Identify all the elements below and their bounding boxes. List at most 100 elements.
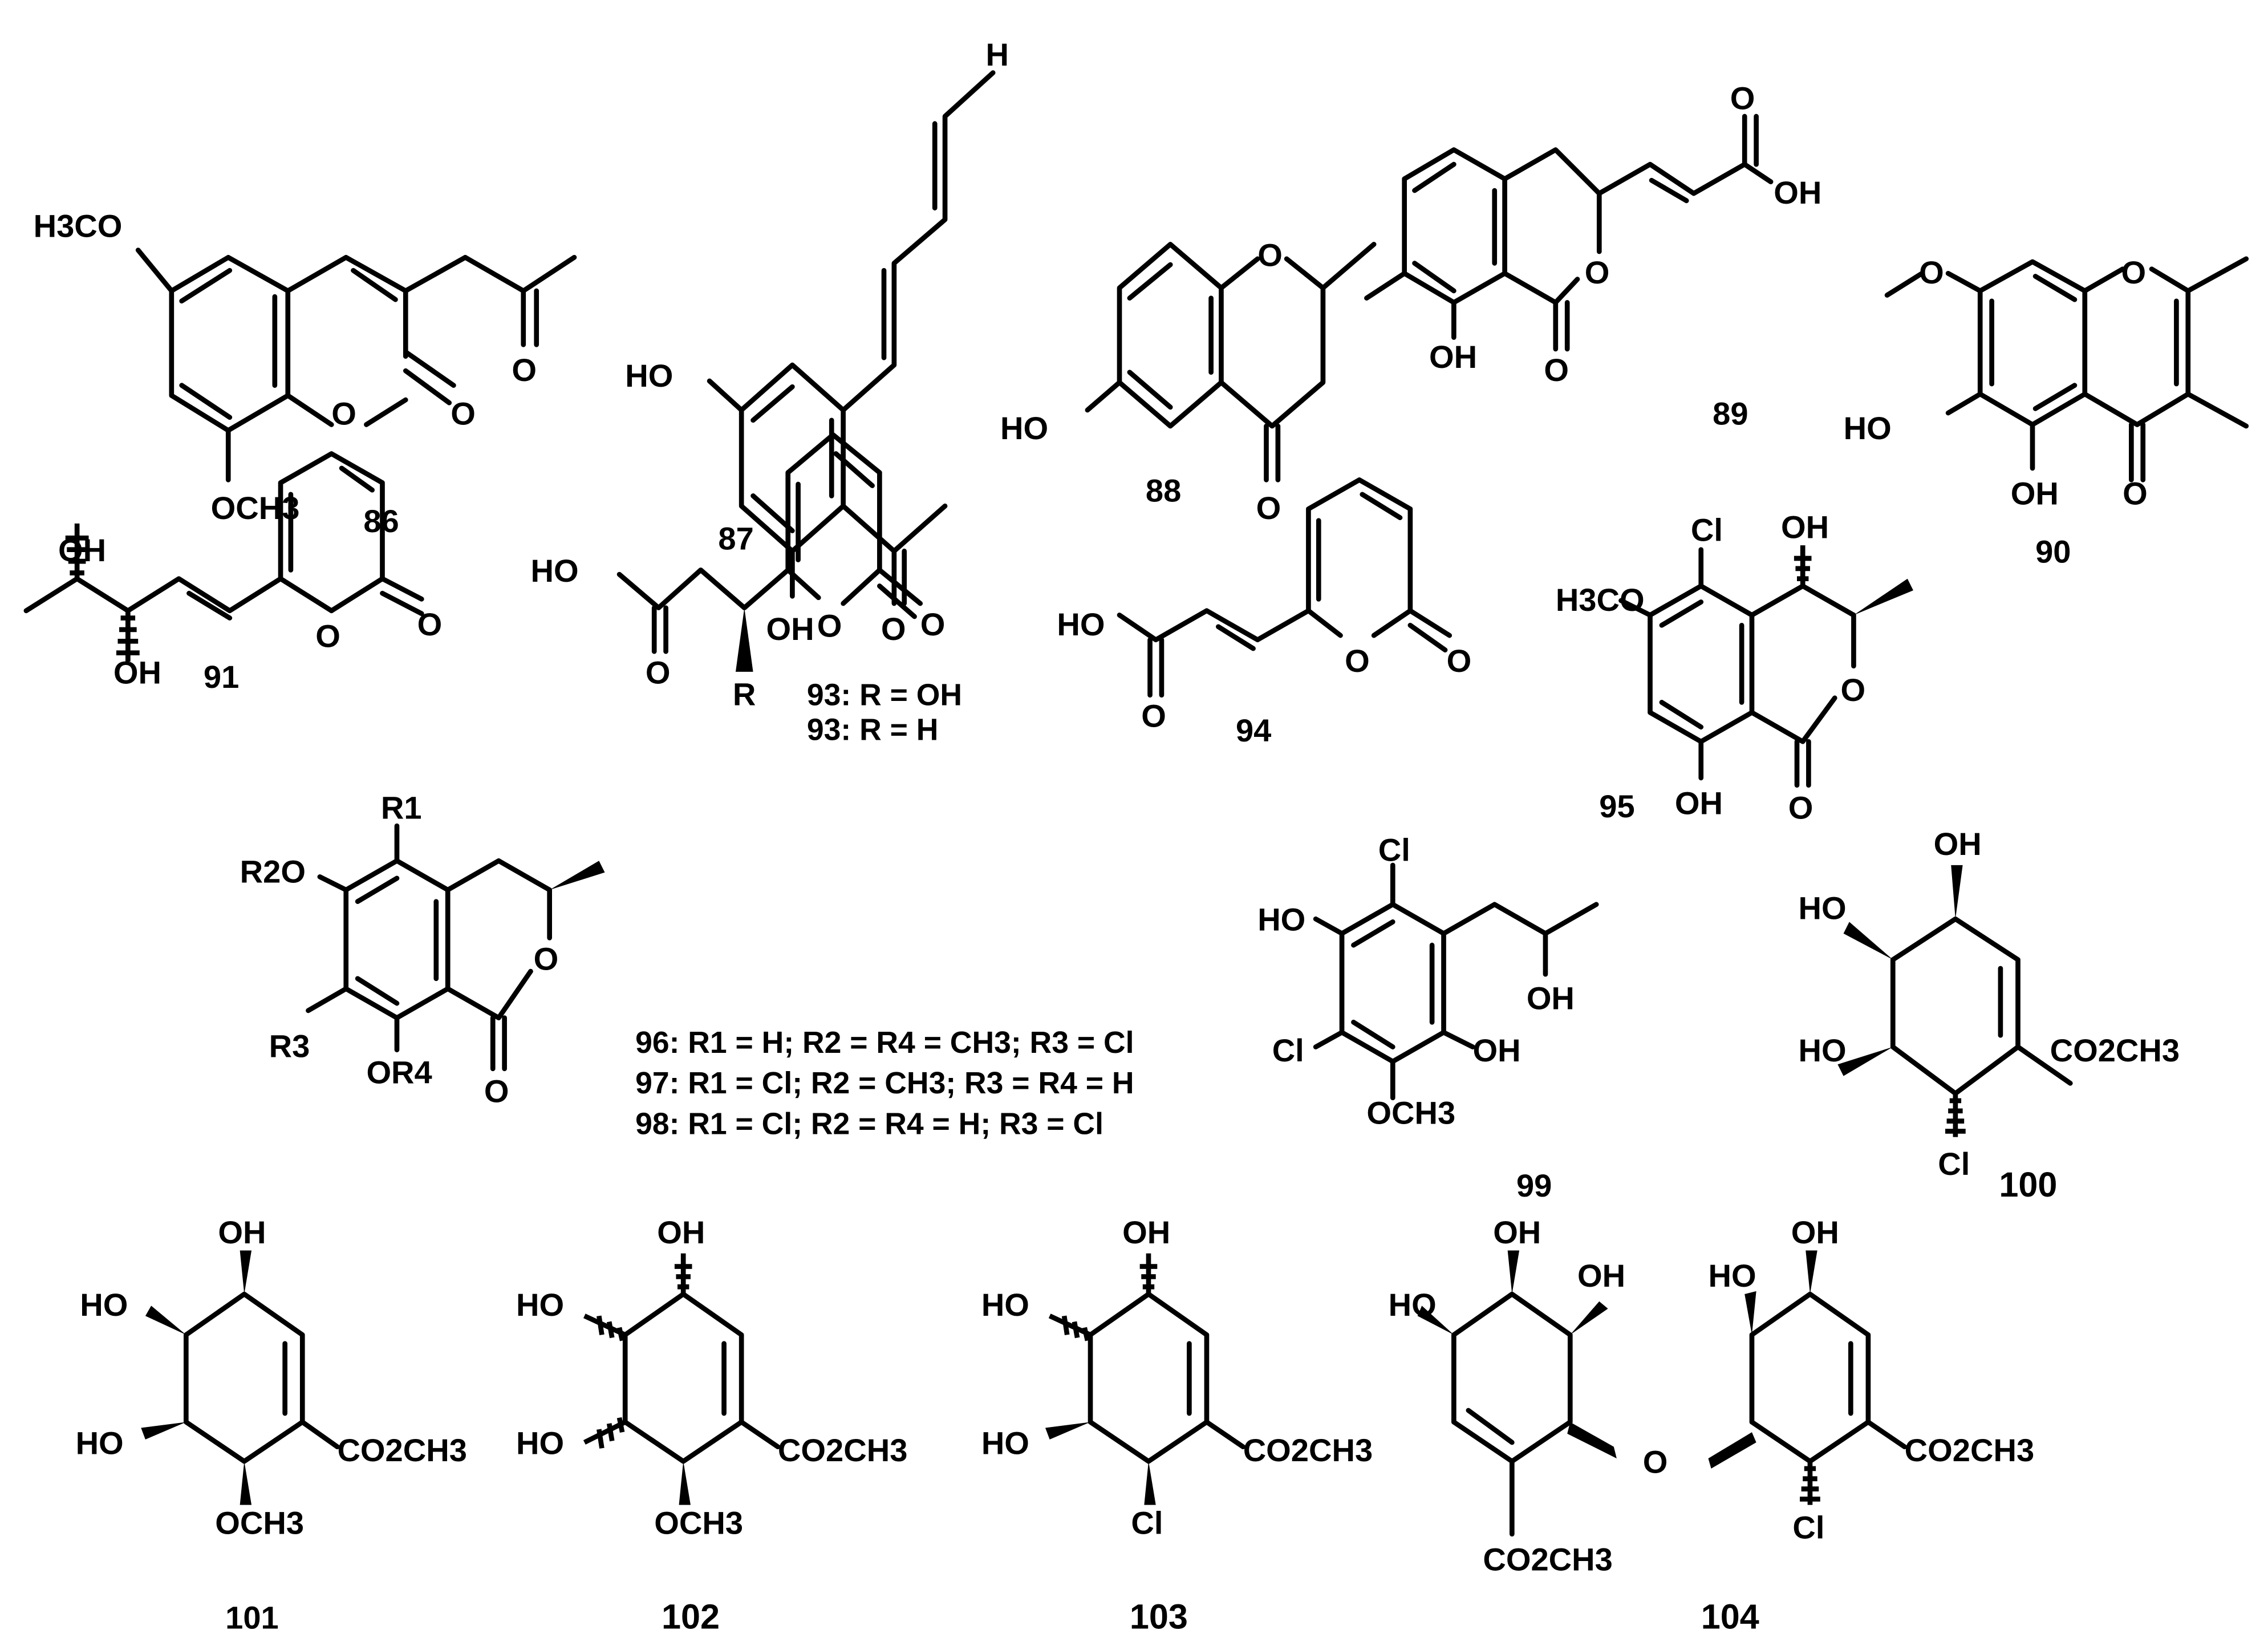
svg-text:102: 102 xyxy=(662,1597,720,1636)
svg-text:HO: HO xyxy=(1389,1287,1437,1323)
svg-text:HO: HO xyxy=(1057,606,1105,642)
svg-text:100: 100 xyxy=(1999,1165,2057,1204)
svg-text:HO: HO xyxy=(516,1287,564,1323)
svg-text:H3CO: H3CO xyxy=(1556,582,1645,618)
svg-text:OH: OH xyxy=(2011,476,2059,512)
svg-text:O: O xyxy=(512,352,537,388)
svg-text:OR4: OR4 xyxy=(366,1054,432,1090)
variant-line: 98: R1 = Cl; R2 = R4 = H; R3 = Cl xyxy=(635,1108,1103,1141)
svg-text:OH: OH xyxy=(1473,1032,1521,1068)
svg-text:88: 88 xyxy=(1146,473,1181,509)
svg-text:O: O xyxy=(1141,698,1166,734)
svg-text:OH: OH xyxy=(1122,1214,1170,1250)
svg-text:OH: OH xyxy=(1781,509,1829,545)
svg-text:101: 101 xyxy=(225,1599,279,1635)
svg-text:O: O xyxy=(2123,476,2148,512)
compound-100: OH HO HO CO2CH3 Cl 100 xyxy=(1799,826,2180,1204)
svg-text:HO: HO xyxy=(1799,890,1847,926)
svg-text:99: 99 xyxy=(1516,1167,1552,1203)
svg-text:O: O xyxy=(534,940,559,976)
compound-87: H HO OH O 87 xyxy=(625,37,1009,647)
svg-text:O: O xyxy=(1585,254,1610,290)
svg-text:CO2CH3: CO2CH3 xyxy=(2050,1032,2180,1068)
svg-text:OH: OH xyxy=(1934,826,1982,862)
svg-text:90: 90 xyxy=(2035,534,2071,570)
svg-text:89: 89 xyxy=(1713,395,1748,431)
svg-text:O: O xyxy=(1788,789,1813,825)
svg-text:O: O xyxy=(1345,643,1370,679)
svg-text:HO: HO xyxy=(531,553,579,589)
svg-text:OH: OH xyxy=(1577,1258,1625,1294)
svg-text:OH: OH xyxy=(766,611,814,647)
svg-text:O: O xyxy=(1730,80,1755,116)
svg-text:O: O xyxy=(1256,490,1281,526)
svg-text:O: O xyxy=(1447,643,1472,679)
svg-text:O: O xyxy=(817,608,842,644)
svg-text:CO2CH3: CO2CH3 xyxy=(778,1432,907,1468)
svg-text:94: 94 xyxy=(1236,712,1271,748)
svg-text:OCH3: OCH3 xyxy=(1366,1095,1455,1131)
svg-text:OCH3: OCH3 xyxy=(654,1505,743,1541)
svg-text:OH: OH xyxy=(113,654,161,690)
compound-103: OH HO HO CO2CH3 Cl 103 xyxy=(981,1214,1373,1636)
compound-95: Cl OH H3CO O OH O 95 xyxy=(1556,509,1913,825)
compound-96-98: R1 R2O R3 OR4 O O 96: R1 = H; R2 = R4 = … xyxy=(240,789,1134,1141)
svg-text:CO2CH3: CO2CH3 xyxy=(1905,1432,2035,1468)
svg-text:O: O xyxy=(451,395,476,431)
svg-text:H3CO: H3CO xyxy=(34,208,123,244)
svg-text:R1: R1 xyxy=(381,789,422,825)
compound-94: HO O O O 94 xyxy=(1057,477,1472,748)
svg-text:R3: R3 xyxy=(269,1028,310,1064)
svg-text:O: O xyxy=(881,611,906,647)
svg-text:H: H xyxy=(985,37,1009,72)
svg-text:OH: OH xyxy=(1791,1214,1839,1250)
svg-text:O: O xyxy=(315,618,340,654)
svg-text:Cl: Cl xyxy=(1938,1146,1970,1182)
svg-text:OH: OH xyxy=(58,532,106,568)
compound-88: O HO O 88 xyxy=(1000,237,1377,526)
svg-text:HO: HO xyxy=(1799,1032,1847,1068)
svg-text:HO: HO xyxy=(981,1287,1029,1323)
svg-text:O: O xyxy=(1544,352,1569,388)
svg-text:O: O xyxy=(1257,237,1283,273)
svg-text:O: O xyxy=(2121,254,2147,290)
svg-text:OH: OH xyxy=(218,1214,266,1250)
svg-text:Cl: Cl xyxy=(1131,1505,1163,1541)
variant-line: 93: R = H xyxy=(807,713,938,747)
compound-99: Cl HO Cl OH OCH3 OH 99 xyxy=(1257,832,1599,1203)
svg-text:CO2CH3: CO2CH3 xyxy=(1243,1432,1373,1468)
svg-text:OH: OH xyxy=(1527,980,1575,1016)
svg-text:O: O xyxy=(331,395,356,431)
svg-text:103: 103 xyxy=(1130,1597,1188,1636)
compound-93: HO O R O O 93: R = OH 93: R = H xyxy=(531,432,962,747)
svg-text:O: O xyxy=(1919,254,1944,290)
svg-text:OCH3: OCH3 xyxy=(215,1505,304,1541)
svg-text:OCH3: OCH3 xyxy=(211,490,300,526)
compound-89: O OH O OH O 89 xyxy=(1364,80,1821,431)
svg-text:O: O xyxy=(920,606,946,642)
svg-text:Cl: Cl xyxy=(1272,1032,1304,1068)
svg-text:95: 95 xyxy=(1599,788,1634,824)
svg-text:HO: HO xyxy=(1844,410,1892,446)
svg-text:HO: HO xyxy=(516,1425,564,1461)
svg-text:CO2CH3: CO2CH3 xyxy=(1483,1541,1613,1577)
compound-91: OH OH O O 91 xyxy=(23,451,443,695)
svg-text:CO2CH3: CO2CH3 xyxy=(337,1432,466,1468)
compound-90: O O HO OH O 90 xyxy=(1844,254,2249,570)
svg-text:O: O xyxy=(484,1073,509,1109)
svg-text:O: O xyxy=(646,654,671,690)
variant-line: 93: R = OH xyxy=(807,679,962,712)
svg-text:Cl: Cl xyxy=(1691,512,1723,548)
compound-86: H3CO O O O OCH3 86 xyxy=(34,208,577,539)
svg-text:HO: HO xyxy=(1000,410,1048,446)
compound-102: OH HO HO CO2CH3 OCH3 102 xyxy=(516,1214,907,1636)
svg-text:O: O xyxy=(417,606,443,642)
svg-text:91: 91 xyxy=(204,659,239,695)
svg-text:HO: HO xyxy=(625,358,673,394)
svg-text:OH: OH xyxy=(657,1214,705,1250)
variant-line: 96: R1 = H; R2 = R4 = CH3; R3 = Cl xyxy=(635,1026,1134,1060)
svg-text:O: O xyxy=(1643,1444,1668,1480)
svg-text:104: 104 xyxy=(1701,1597,1759,1636)
svg-text:OH: OH xyxy=(1675,785,1723,821)
